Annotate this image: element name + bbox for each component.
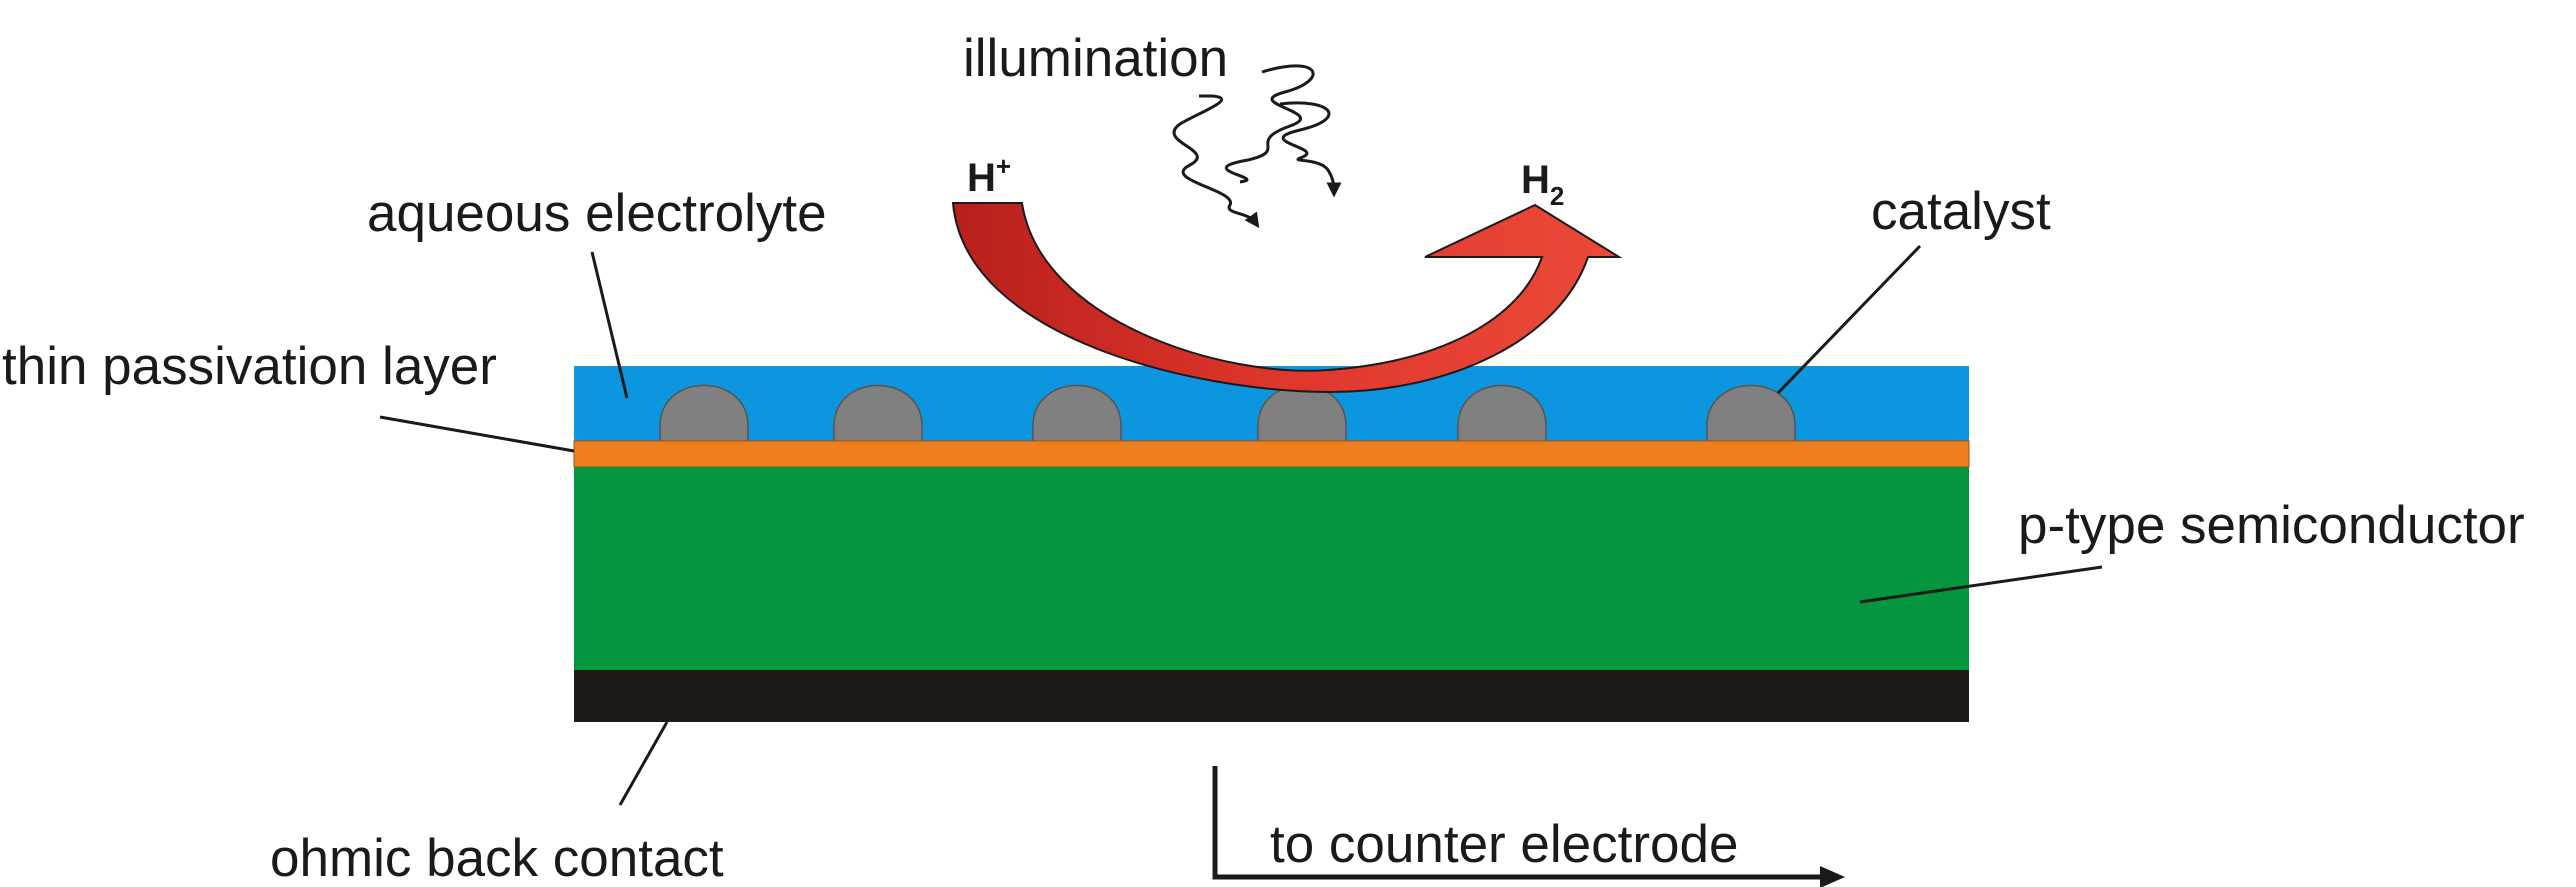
product-subscript: 2: [1550, 181, 1564, 211]
illumination-rays: [1172, 64, 1342, 229]
back-contact-leader: [618, 721, 669, 806]
counter-electrode-wire: [1212, 766, 1832, 880]
passivation-leader: [379, 415, 575, 453]
catalyst-label: catalyst: [1871, 182, 2051, 241]
catalyst-particle: [1457, 384, 1547, 444]
p-type-semiconductor-label: p-type semiconductor: [2018, 496, 2525, 555]
catalyst-particles: [659, 384, 1796, 444]
product-label: H2: [1521, 158, 1564, 211]
product-symbol: H: [1521, 158, 1550, 202]
catalyst-leader: [1776, 244, 1922, 395]
catalyst-particle: [659, 384, 749, 444]
aqueous-electrolyte-label: aqueous electrolyte: [367, 184, 827, 243]
light-ray: [1172, 94, 1260, 229]
reaction-arrow: [951, 202, 1623, 394]
p-type-semiconductor-layer: [574, 467, 1969, 670]
catalyst-particle: [1706, 384, 1796, 444]
ohmic-back-contact-label: ohmic back contact: [270, 829, 724, 887]
reactant-label: H+: [967, 151, 1011, 200]
counter-electrode-arrowhead: [1820, 866, 1845, 887]
to-counter-electrode-label: to counter electrode: [1270, 815, 1738, 874]
reactant-symbol: H: [967, 156, 996, 200]
aqueous-electrolyte-leader: [590, 251, 629, 399]
thin-passivation-layer: [573, 440, 1970, 468]
catalyst-particle: [833, 384, 923, 444]
thin-passivation-layer-label: thin passivation layer: [2, 337, 497, 396]
reactant-charge: +: [996, 151, 1011, 181]
ohmic-back-contact-layer: [574, 670, 1969, 722]
light-ray: [1279, 101, 1342, 198]
light-ray: [1224, 64, 1315, 184]
semiconductor-leader: [1859, 565, 2103, 604]
catalyst-particle: [1032, 384, 1122, 444]
illumination-label: illumination: [963, 29, 1228, 88]
